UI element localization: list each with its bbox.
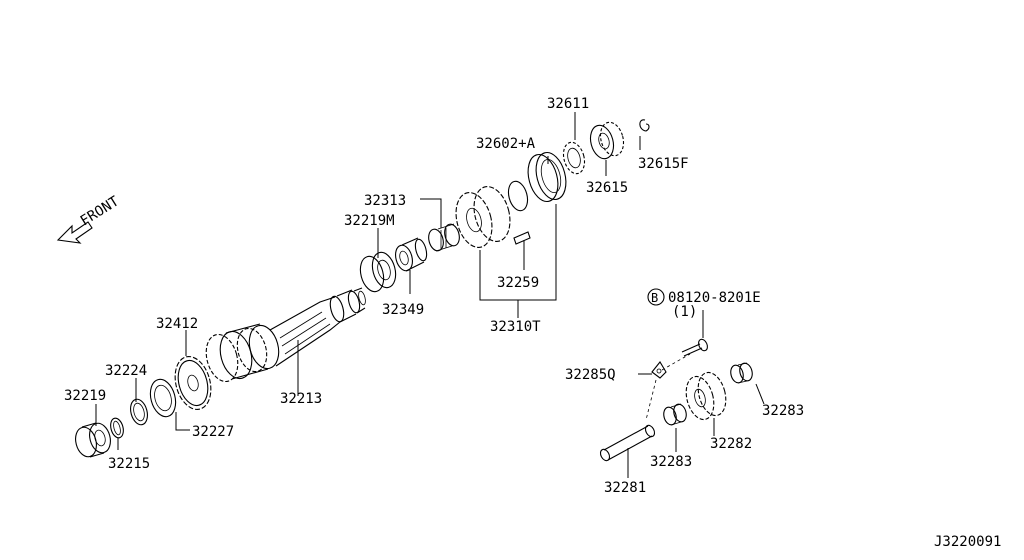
hub-32615 xyxy=(589,121,625,160)
leader-lines-idler xyxy=(627,383,765,478)
label-32224: 32224 xyxy=(105,363,147,379)
bushing-32349 xyxy=(395,237,428,272)
key-32259 xyxy=(513,231,531,245)
label-32219m: 32219M xyxy=(344,213,395,229)
front-label: FRONT xyxy=(78,193,123,229)
label-32349: 32349 xyxy=(382,302,424,318)
main-shaft-32213 xyxy=(205,287,366,383)
label-32283-a: 32283 xyxy=(762,403,804,419)
sleeve-32310t xyxy=(527,151,567,203)
needle-bearing-32283b xyxy=(663,403,687,426)
label-32281: 32281 xyxy=(604,480,646,496)
washer-32224 xyxy=(130,398,148,426)
label-32285q: 32285Q xyxy=(565,367,616,383)
leader-lines-main xyxy=(95,112,641,450)
reference-code: J3220091 xyxy=(934,534,1001,550)
ring-32602a xyxy=(507,180,529,212)
label-32412: 32412 xyxy=(156,316,198,332)
sprocket-32412 xyxy=(174,356,212,410)
label-32219: 32219 xyxy=(64,388,106,404)
label-32283-b: 32283 xyxy=(650,454,692,470)
bolt-symbol xyxy=(647,288,665,306)
label-32259: 32259 xyxy=(497,275,539,291)
label-32602a: 32602+A xyxy=(476,136,536,152)
bearing-32219m xyxy=(359,251,397,293)
label-32611: 32611 xyxy=(547,96,589,112)
washer-32227 xyxy=(149,378,177,418)
label-32615f: 32615F xyxy=(638,156,689,172)
clip-32615f xyxy=(639,119,650,132)
shaft-32281 xyxy=(599,424,656,462)
cone-32611 xyxy=(562,141,586,175)
needle-bearing-32283a xyxy=(730,362,753,384)
needle-bearing-32313 xyxy=(428,223,460,252)
bolt-circle-letter: B xyxy=(651,291,658,305)
front-arrow-icon xyxy=(56,221,93,244)
label-32213: 32213 xyxy=(280,391,322,407)
snap-ring-32215 xyxy=(110,417,124,439)
bearing-32219 xyxy=(75,422,111,458)
label-32227: 32227 xyxy=(192,424,234,440)
label-32310t: 32310T xyxy=(490,319,541,335)
gear-32310t xyxy=(455,186,511,248)
label-32615: 32615 xyxy=(586,180,628,196)
label-bolt-qty: (1) xyxy=(672,304,697,320)
label-32215: 32215 xyxy=(108,456,150,472)
bolt-08120 xyxy=(681,310,708,357)
label-bolt: 08120-8201E xyxy=(668,290,761,306)
label-32313: 32313 xyxy=(364,193,406,209)
label-32282: 32282 xyxy=(710,436,752,452)
plate-32285q xyxy=(638,353,691,421)
gear-32282 xyxy=(685,371,727,421)
